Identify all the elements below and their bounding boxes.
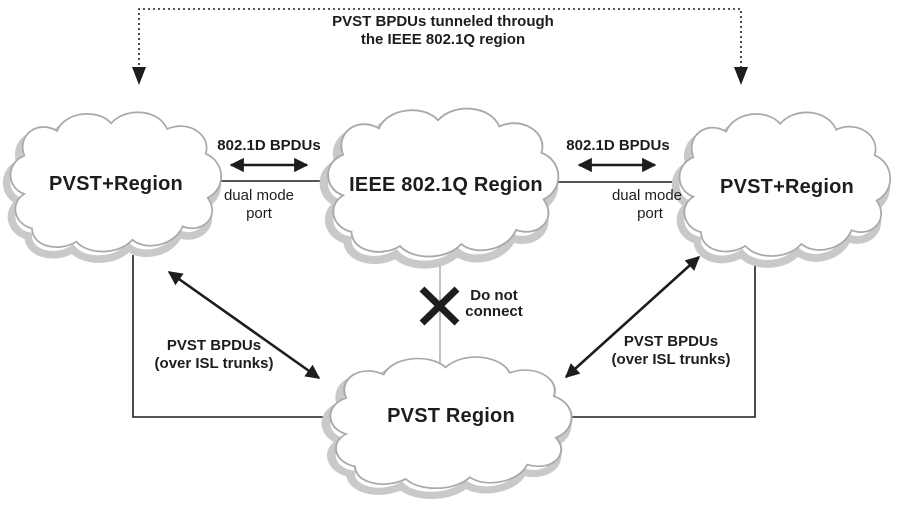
isl-arrow-left xyxy=(167,270,321,380)
isl-label-left-line1: PVST BPDUs xyxy=(166,336,262,354)
isl-label-right-line2: (over ISL trunks) xyxy=(611,350,731,368)
isl-arrow-right xyxy=(564,256,701,378)
bpdu-label-right: 802.1D BPDUs xyxy=(566,136,670,154)
tunnel-arrowhead-left xyxy=(132,67,146,85)
tunnel-note-line1: PVST BPDUs tunneled through xyxy=(332,12,554,30)
dual-mode-right-line2: port xyxy=(637,204,663,222)
cloud-label-ieee-8021q: IEEE 802.1Q Region xyxy=(349,174,543,196)
connector-right-rect xyxy=(565,245,756,418)
tunnel-arrowhead-right xyxy=(734,67,748,85)
dual-mode-left-line1: dual mode xyxy=(223,186,295,204)
cloud-label-pvst-plus-right: PVST+Region xyxy=(720,176,854,198)
do-not-connect-line2: connect xyxy=(465,302,523,320)
cloud-label-pvst-bottom: PVST Region xyxy=(387,405,515,427)
isl-label-right-line1: PVST BPDUs xyxy=(623,332,719,350)
bpdu-label-left: 802.1D BPDUs xyxy=(217,136,321,154)
connector-left-rect xyxy=(132,255,335,418)
cloud-label-pvst-plus-left: PVST+Region xyxy=(49,173,183,195)
isl-label-left-line2: (over ISL trunks) xyxy=(154,354,274,372)
dual-mode-right-line1: dual mode xyxy=(611,186,683,204)
x-mark xyxy=(419,286,460,326)
dual-mode-left-line2: port xyxy=(246,204,272,222)
do-not-connect-line1: Do not xyxy=(470,286,518,304)
tunnel-dotted-path xyxy=(138,8,742,80)
tunnel-note-line2: the IEEE 802.1Q region xyxy=(360,30,526,48)
